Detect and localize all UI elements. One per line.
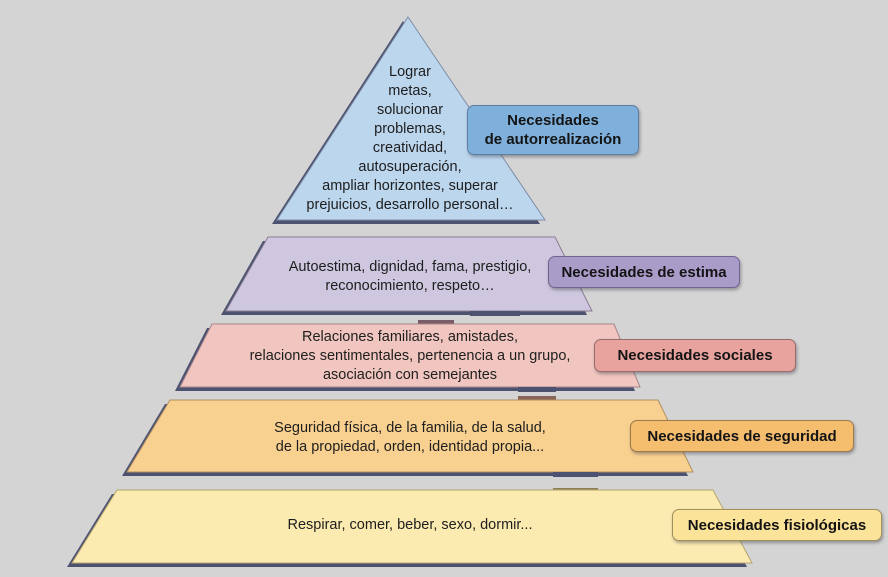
level-fisiologicas-description: Respirar, comer, beber, sexo, dormir... xyxy=(287,517,533,533)
label-estima: Necesidades de estima xyxy=(548,256,740,288)
level-fisiologicas-shape xyxy=(67,488,753,567)
level-estima-description: Autoestima, dignidad, fama, prestigio, r… xyxy=(288,259,532,294)
label-fisiologicas: Necesidades fisiológicas xyxy=(672,509,882,541)
level-seguridad-shape xyxy=(122,396,694,477)
level-sociales-description: Relaciones familiares, amistades, relaci… xyxy=(249,329,571,383)
label-sociales: Necesidades sociales xyxy=(594,339,796,372)
level-autorrealizacion-description: Lograr metas, solucionar problemas, crea… xyxy=(306,64,514,213)
level-estima-shape xyxy=(221,236,593,316)
label-seguridad: Necesidades de seguridad xyxy=(630,420,854,452)
label-autorrealizacion: Necesidades de autorrealización xyxy=(467,105,639,155)
level-seguridad-description: Seguridad física, de la familia, de la s… xyxy=(274,420,546,455)
level-sociales-shape xyxy=(175,320,641,392)
